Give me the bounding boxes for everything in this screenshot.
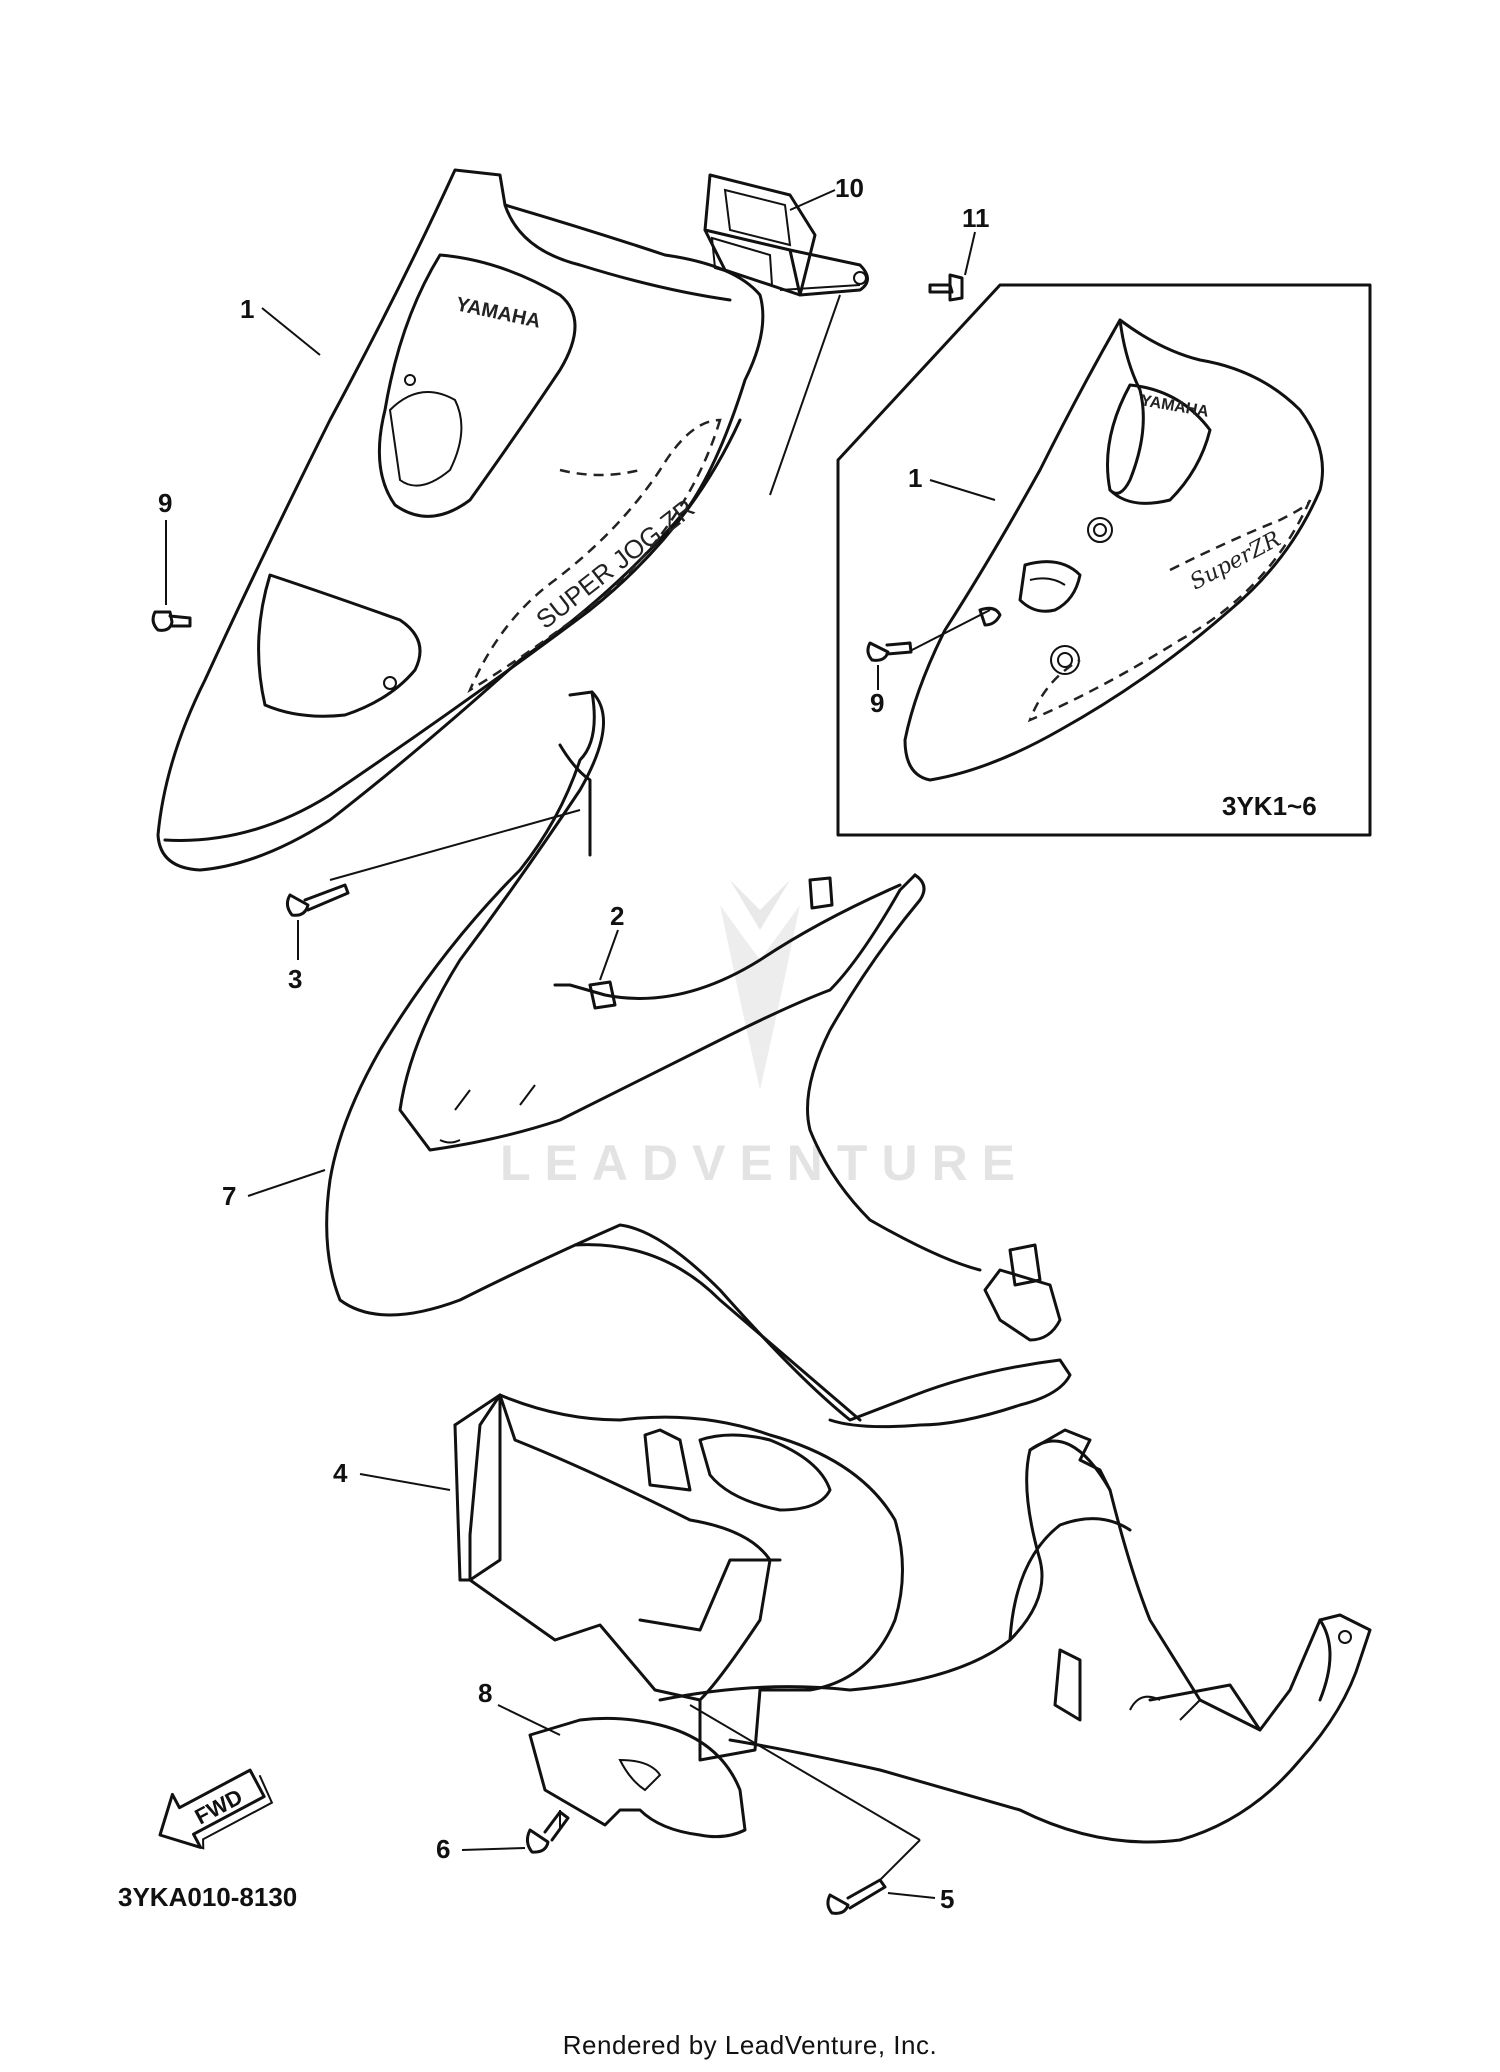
inner-panel-part (453, 1393, 904, 1762)
svg-text:3: 3 (288, 964, 302, 994)
svg-text:8: 8 (478, 1678, 492, 1708)
leg-shield-part (325, 690, 1072, 1429)
watermark-text: LEADVENTURE (500, 1135, 1029, 1191)
inset-label: 3YK1~6 (1222, 791, 1317, 821)
callout-2: 2 (599, 901, 624, 981)
callout-9: 9 (158, 488, 172, 605)
callout-3: 3 (288, 920, 302, 994)
watermark: LEADVENTURE (500, 880, 1029, 1191)
callout-8: 8 (478, 1678, 561, 1736)
callout-10: 10 (789, 173, 864, 211)
svg-text:10: 10 (835, 173, 864, 203)
under-cover-part (658, 1243, 1372, 1844)
svg-text:5: 5 (940, 1884, 954, 1914)
callout-11: 11 (962, 203, 990, 276)
pad-part (588, 980, 617, 1010)
callout-5: 5 (887, 1884, 954, 1914)
inset-model-text: SuperZR (1186, 527, 1285, 595)
callout-1: 1 (240, 294, 321, 356)
cover-brand-text: YAMAHA (454, 293, 543, 332)
bolt-11-part (928, 273, 964, 302)
headlight-part (703, 173, 869, 297)
svg-text:6: 6 (436, 1834, 450, 1864)
bolt-9-part (151, 610, 192, 632)
bracket-8-part (528, 1716, 747, 1839)
inset-callout-9: 9 (870, 688, 884, 718)
callout-7: 7 (222, 1169, 326, 1211)
svg-text:1: 1 (240, 294, 254, 324)
screw-3-part (285, 883, 350, 917)
svg-text:2: 2 (610, 901, 624, 931)
footer-credit: Rendered by LeadVenture, Inc. (562, 2030, 938, 2060)
diagram-code: 3YKA010-8130 (118, 1882, 297, 1912)
svg-text:11: 11 (962, 203, 990, 233)
front-cover-part: YAMAHA SUPER JOG ZR (156, 168, 765, 872)
svg-text:9: 9 (158, 488, 172, 518)
callout-6: 6 (436, 1834, 526, 1864)
screw-6-part (525, 1810, 570, 1854)
svg-text:4: 4 (333, 1458, 348, 1488)
variant-inset: YAMAHA SuperZR 1 9 3YK1~6 (836, 283, 1372, 837)
fwd-arrow-icon: FWD (158, 1768, 274, 1850)
callout-4: 4 (333, 1458, 451, 1491)
bolt-5-part (826, 1878, 887, 1915)
fwd-label: FWD (191, 1784, 247, 1830)
cover-model-text: SUPER JOG ZR (530, 493, 700, 635)
inset-callout-1: 1 (908, 463, 922, 493)
inset-brand-text: YAMAHA (1139, 392, 1210, 421)
svg-text:7: 7 (222, 1181, 236, 1211)
